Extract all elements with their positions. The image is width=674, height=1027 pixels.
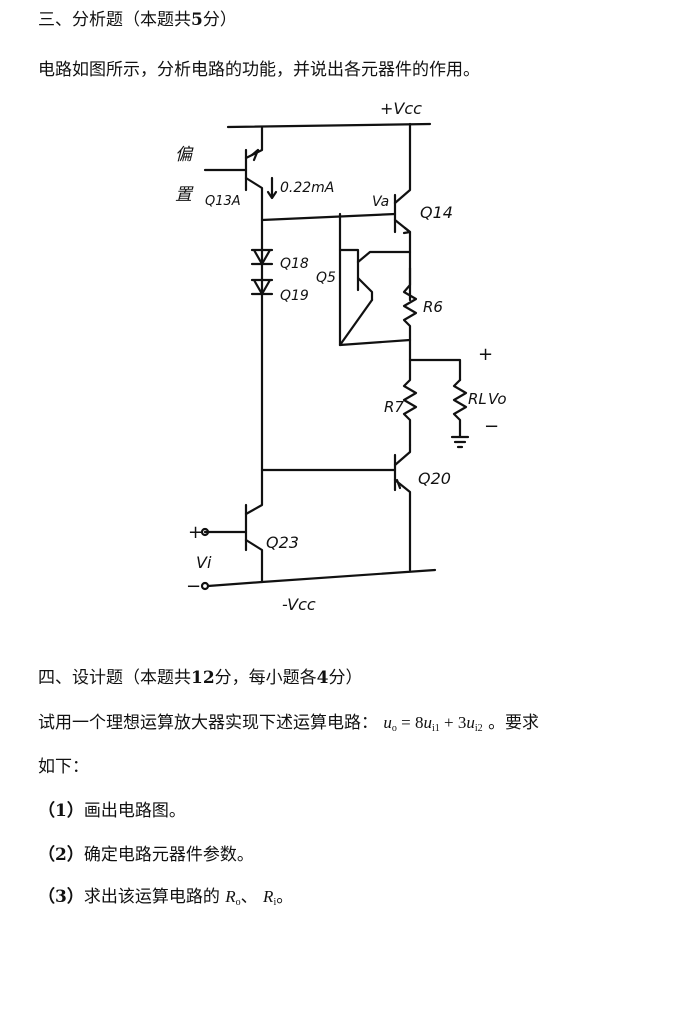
list-item: （3）求出该运算电路的 Ro、 Ri。	[38, 887, 294, 908]
bias-label-1: 偏	[175, 145, 194, 165]
vi-minus: −	[186, 576, 201, 597]
formula: uo = 8ui1 + 3ui2	[383, 713, 483, 734]
r6-label: R6	[423, 298, 443, 316]
vo-label: Vo	[488, 390, 507, 408]
section4-heading: 四、设计题（本题共12分，每小题各4分）	[38, 668, 363, 688]
ground-icon	[450, 435, 470, 449]
current-label: 0.22mA	[280, 180, 334, 196]
section4-question: 试用一个理想运算放大器实现下述运算电路： uo = 8ui1 + 3ui2 。要…	[38, 713, 540, 734]
q5-label: Q5	[316, 270, 336, 286]
q20-label: Q20	[418, 469, 451, 488]
list-item: （2）确定电路元器件参数。	[38, 845, 254, 865]
list-item: （1）画出电路图。	[38, 801, 186, 821]
r7-resistor	[402, 358, 418, 447]
q18-label: Q18	[280, 256, 309, 272]
vcc-top-label: +Vcc	[380, 99, 422, 118]
vo-minus: −	[484, 416, 499, 437]
r6-resistor	[402, 266, 418, 362]
r7-label: R7	[384, 398, 404, 416]
bias-label-2: 置	[175, 185, 194, 205]
vcc-bottom-label: -Vcc	[282, 595, 316, 614]
vi-plus-terminal	[200, 527, 210, 537]
rl-resistor	[452, 378, 468, 438]
vcc-bottom-rail	[206, 568, 437, 588]
rl-label: RL	[468, 390, 487, 408]
q23-label: Q23	[266, 533, 299, 552]
section3-heading: 三、分析题（本题共5分）	[38, 10, 237, 30]
section4-question-cont: 如下：	[38, 757, 89, 777]
q19-label: Q19	[280, 288, 309, 304]
section3-question: 电路如图所示，分析电路的功能，并说出各元器件的作用。	[38, 60, 480, 80]
q14-label: Q14	[420, 203, 453, 222]
q18-diode	[250, 248, 274, 266]
q5-base	[338, 248, 360, 292]
vcc-top-rail	[226, 122, 432, 129]
vo-plus: +	[478, 344, 493, 365]
vi-plus: +	[188, 522, 203, 543]
current-arrow	[266, 176, 278, 200]
q13a-label: Q13A	[205, 194, 241, 209]
va-label: Va	[372, 194, 389, 210]
q19-diode	[250, 278, 274, 296]
vi-label: Vi	[196, 553, 212, 572]
